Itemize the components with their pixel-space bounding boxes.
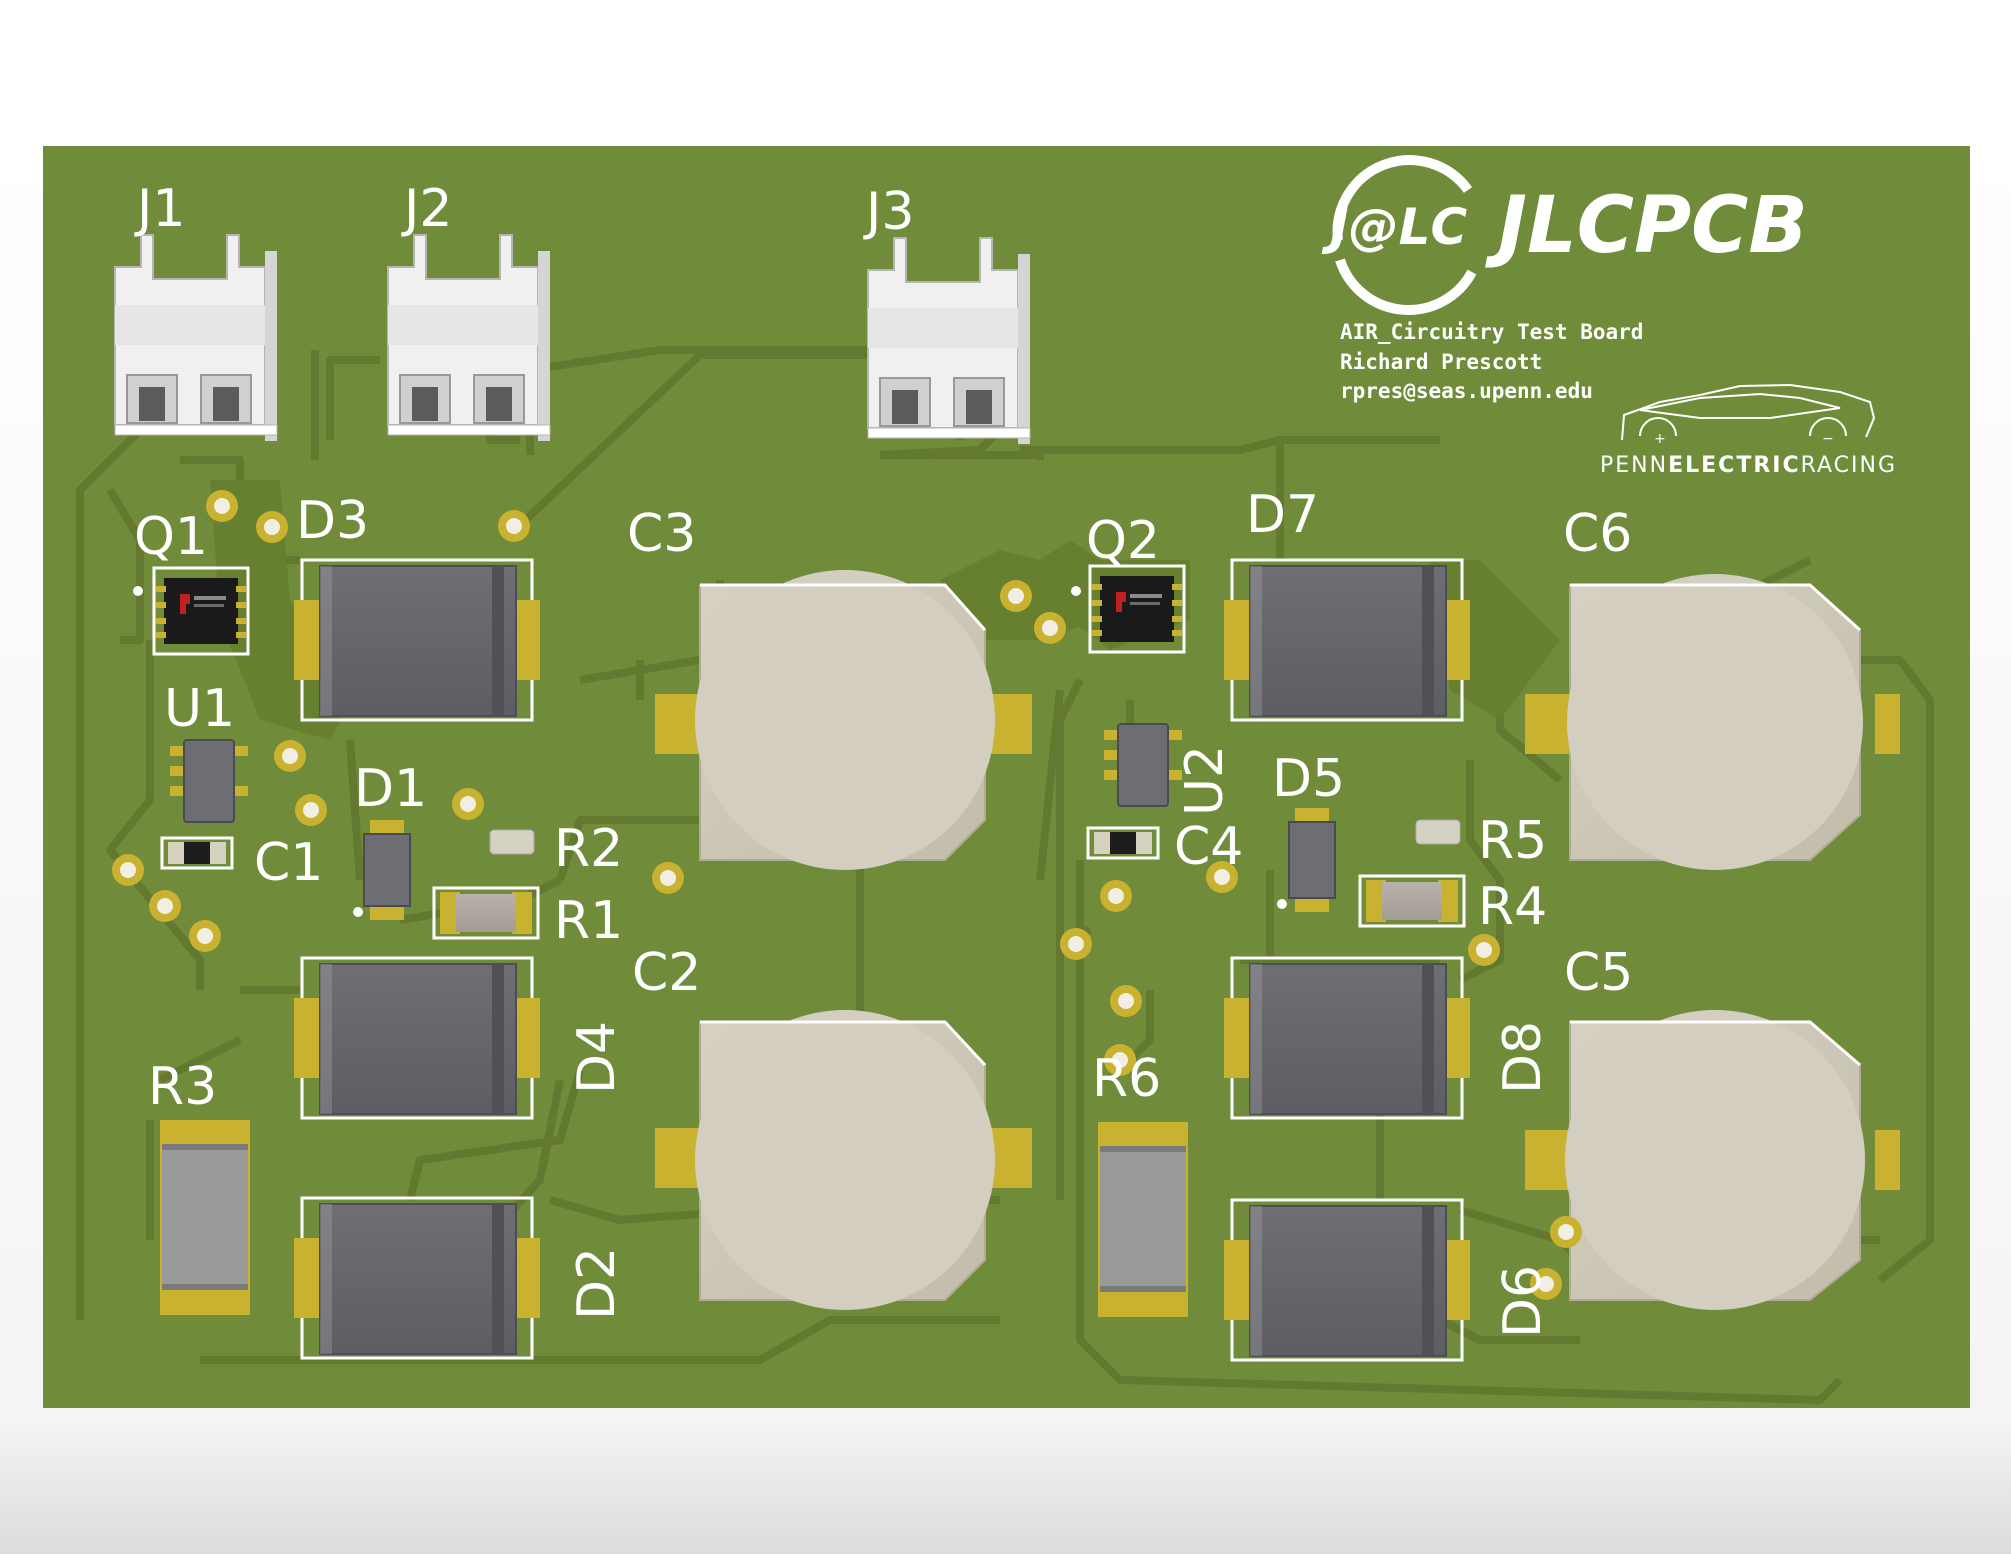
label-U2: U2	[1175, 745, 1235, 816]
label-D4: D4	[567, 1021, 627, 1094]
jlc-badge-text: J@LC	[1321, 198, 1467, 256]
board-author: Richard Prescott	[1340, 350, 1542, 374]
diode-D3	[292, 558, 542, 722]
label-D2: D2	[567, 1247, 627, 1320]
label-R1: R1	[554, 891, 623, 951]
racing-text: RACING	[1801, 453, 1897, 478]
label-C2: C2	[632, 943, 701, 1003]
label-D1: D1	[354, 759, 427, 819]
label-J3: J3	[863, 182, 914, 242]
diode-D6	[1222, 1198, 1472, 1362]
label-R6: R6	[1092, 1049, 1161, 1109]
label-R2: R2	[554, 819, 623, 879]
cap-C5	[1525, 1010, 1900, 1310]
penn-text: PENN	[1600, 453, 1668, 478]
pin1-dot-Q2	[1071, 586, 1081, 596]
svg-text:−: −	[1822, 431, 1834, 447]
penn-electric-racing-logo: + − PENNELECTRICRACING	[1600, 383, 1897, 478]
label-R3: R3	[148, 1057, 217, 1117]
car-outline-icon	[1621, 383, 1876, 441]
board-title: AIR_Circuitry Test Board	[1340, 320, 1643, 344]
label-C3: C3	[627, 504, 696, 564]
label-D6: D6	[1493, 1265, 1553, 1338]
silkscreen-labels: J1 J2 J3 Q1 D3 C3 U1 D1 R2 C1 R1 C2 R3 Q…	[134, 179, 1633, 1338]
label-Q1: Q1	[134, 507, 208, 567]
diode-D2	[292, 1196, 542, 1360]
label-C1: C1	[254, 833, 323, 893]
label-D8: D8	[1493, 1021, 1553, 1094]
label-J2: J2	[401, 179, 452, 239]
electric-text: ELECTRIC	[1668, 453, 1801, 478]
label-R4: R4	[1478, 877, 1547, 937]
diode-D8	[1222, 956, 1472, 1120]
label-C6: C6	[1563, 504, 1632, 564]
diode-D7	[1222, 558, 1472, 722]
label-D3: D3	[296, 491, 369, 551]
label-D5: D5	[1272, 749, 1345, 809]
resistor-R3	[160, 1120, 250, 1315]
resistor-R1	[432, 886, 540, 940]
resistor-R6	[1098, 1122, 1188, 1317]
label-C5: C5	[1564, 943, 1633, 1003]
jlcpcb-text: JLCPCB	[1485, 181, 1808, 271]
resistor-R5	[1415, 819, 1461, 845]
diode-D1	[353, 820, 411, 920]
mosfet-Q1	[152, 566, 250, 656]
svg-text:PENNELECTRICRACING: PENNELECTRICRACING	[1600, 453, 1897, 478]
label-J1: J1	[134, 179, 185, 239]
resistor-R4	[1358, 874, 1466, 928]
diode-D5	[1277, 808, 1336, 912]
label-Q2: Q2	[1086, 511, 1160, 571]
diode-D4	[292, 956, 542, 1120]
mosfet-Q2	[1088, 564, 1186, 654]
cap-C4	[1086, 826, 1160, 860]
label-D7: D7	[1246, 485, 1319, 545]
pin1-dot-Q1	[133, 586, 143, 596]
jlc-logo: J@LC JLCPCB	[1321, 155, 1808, 315]
label-C4: C4	[1174, 817, 1243, 877]
label-R5: R5	[1478, 811, 1547, 871]
label-U1: U1	[164, 679, 235, 739]
svg-text:+: +	[1654, 431, 1666, 447]
cap-C1	[160, 836, 234, 870]
resistor-R2	[489, 829, 535, 855]
cap-C6	[1525, 574, 1900, 870]
cap-C3	[655, 570, 1032, 870]
board-email: rpres@seas.upenn.edu	[1340, 379, 1593, 403]
cap-C2	[655, 1010, 1032, 1310]
